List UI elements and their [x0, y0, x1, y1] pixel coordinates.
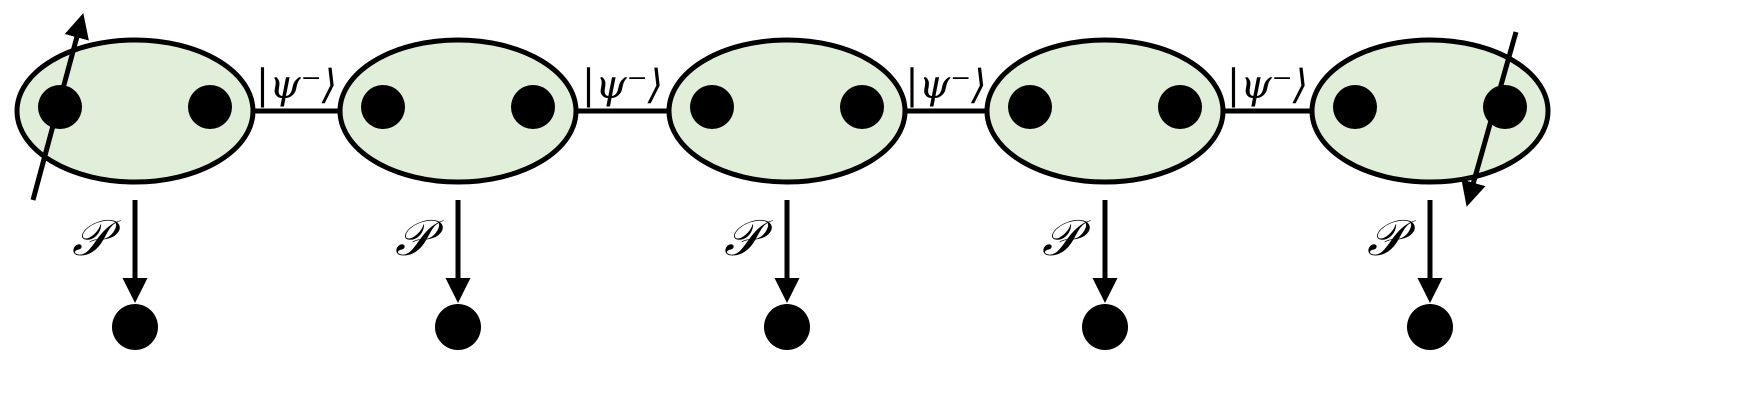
virtual-spin-dot	[1333, 85, 1377, 129]
bond-label: |ψ⁻⟩	[256, 62, 338, 108]
bond-label: |ψ⁻⟩	[905, 62, 987, 108]
physical-spin-dot	[1407, 304, 1453, 350]
projector-label: 𝒫	[1367, 209, 1416, 267]
site-ellipse	[666, 37, 908, 185]
physical-spin-dot	[435, 304, 481, 350]
virtual-spin-dot	[188, 85, 232, 129]
bond-label: |ψ⁻⟩	[582, 62, 664, 108]
virtual-spin-dot	[1008, 85, 1052, 129]
projector-label: 𝒫	[1042, 209, 1091, 267]
bond-label: |ψ⁻⟩	[1227, 62, 1309, 108]
virtual-spin-dot	[361, 85, 405, 129]
edge-spin-arrow-down	[1461, 31, 1519, 207]
site-ellipse	[14, 37, 256, 185]
site-ellipse	[984, 37, 1226, 185]
physical-spin-dot	[764, 304, 810, 350]
virtual-spin-dot	[690, 85, 734, 129]
virtual-spin-dot	[840, 85, 884, 129]
site-ellipse	[1309, 37, 1551, 185]
projector-label: 𝒫	[72, 209, 121, 267]
virtual-spin-dot	[1158, 85, 1202, 129]
edge-spin-layer	[30, 13, 1519, 207]
virtual-spin-dot	[511, 85, 555, 129]
site-ellipse	[337, 37, 579, 185]
projector-label: 𝒫	[395, 209, 444, 267]
edge-spin-arrow-up	[30, 13, 89, 201]
site-layer	[14, 37, 1551, 185]
physical-spin-dot	[112, 304, 158, 350]
projector-label: 𝒫	[724, 209, 773, 267]
physical-spin-dot	[1082, 304, 1128, 350]
